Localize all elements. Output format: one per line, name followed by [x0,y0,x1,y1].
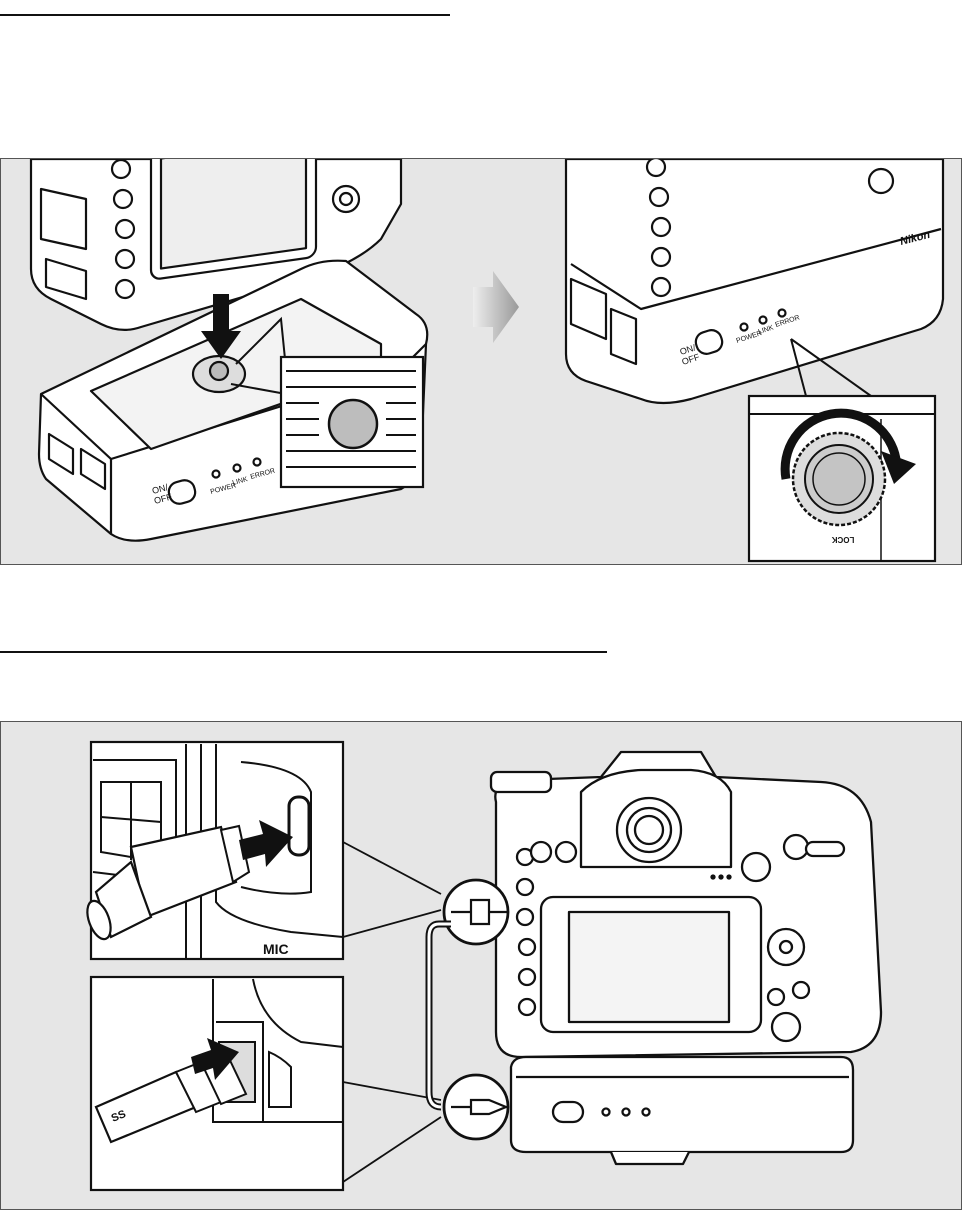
mode-dial [491,772,551,792]
usb-connection-illustration: MIC SS [1,722,962,1210]
camera-button [652,218,670,236]
camera-button [116,280,134,298]
tripod-screw [210,362,228,380]
usb-connection-figure: MIC SS [0,721,962,1210]
camera-button [116,220,134,238]
base-link-led [623,1109,630,1116]
heading-underline-2 [0,651,607,653]
camera-button [652,248,670,266]
base-port-closeup: SS [91,977,343,1190]
mounting-illustration: ON/ OFF POWER LINK ERROR [1,159,962,565]
camera-side-door [41,189,86,249]
screw-closeup-circle [329,400,377,448]
power-led [213,471,220,478]
camera-dial-center [340,193,352,205]
camera-screen-left [161,159,306,269]
camera-dial [869,169,893,193]
camera-screen [569,912,729,1022]
next-step-arrow-icon [473,271,519,343]
camera-button [650,188,668,206]
camera-attached-body [566,159,943,403]
wt-base-front [511,1057,853,1164]
command-dial [806,842,844,856]
camera-button [647,159,665,176]
lock-label: LOCK [831,535,854,544]
error-led [779,310,786,317]
base-lock-dial [611,1152,689,1164]
link-led [234,465,241,472]
base-error-led [643,1109,650,1116]
camera-button [116,250,134,268]
usb-cable [429,924,451,1107]
screw-closeup [281,357,423,487]
camera-button [112,160,130,178]
mic-label: MIC [263,941,289,957]
callout-line [343,842,441,937]
camera-button [114,190,132,208]
camera-back-view [491,752,881,1057]
link-led [760,317,767,324]
camera-port-closeup: MIC [83,742,343,959]
mounting-figure: ON/ OFF POWER LINK ERROR [0,158,962,565]
error-led [254,459,261,466]
heading-underline-1 [0,14,450,16]
camera-button [652,278,670,296]
base-power-led [603,1109,610,1116]
base-on-off-switch [553,1102,583,1122]
ethernet-port-cover [611,309,636,364]
power-led [741,324,748,331]
usb-micro-port [289,797,309,855]
